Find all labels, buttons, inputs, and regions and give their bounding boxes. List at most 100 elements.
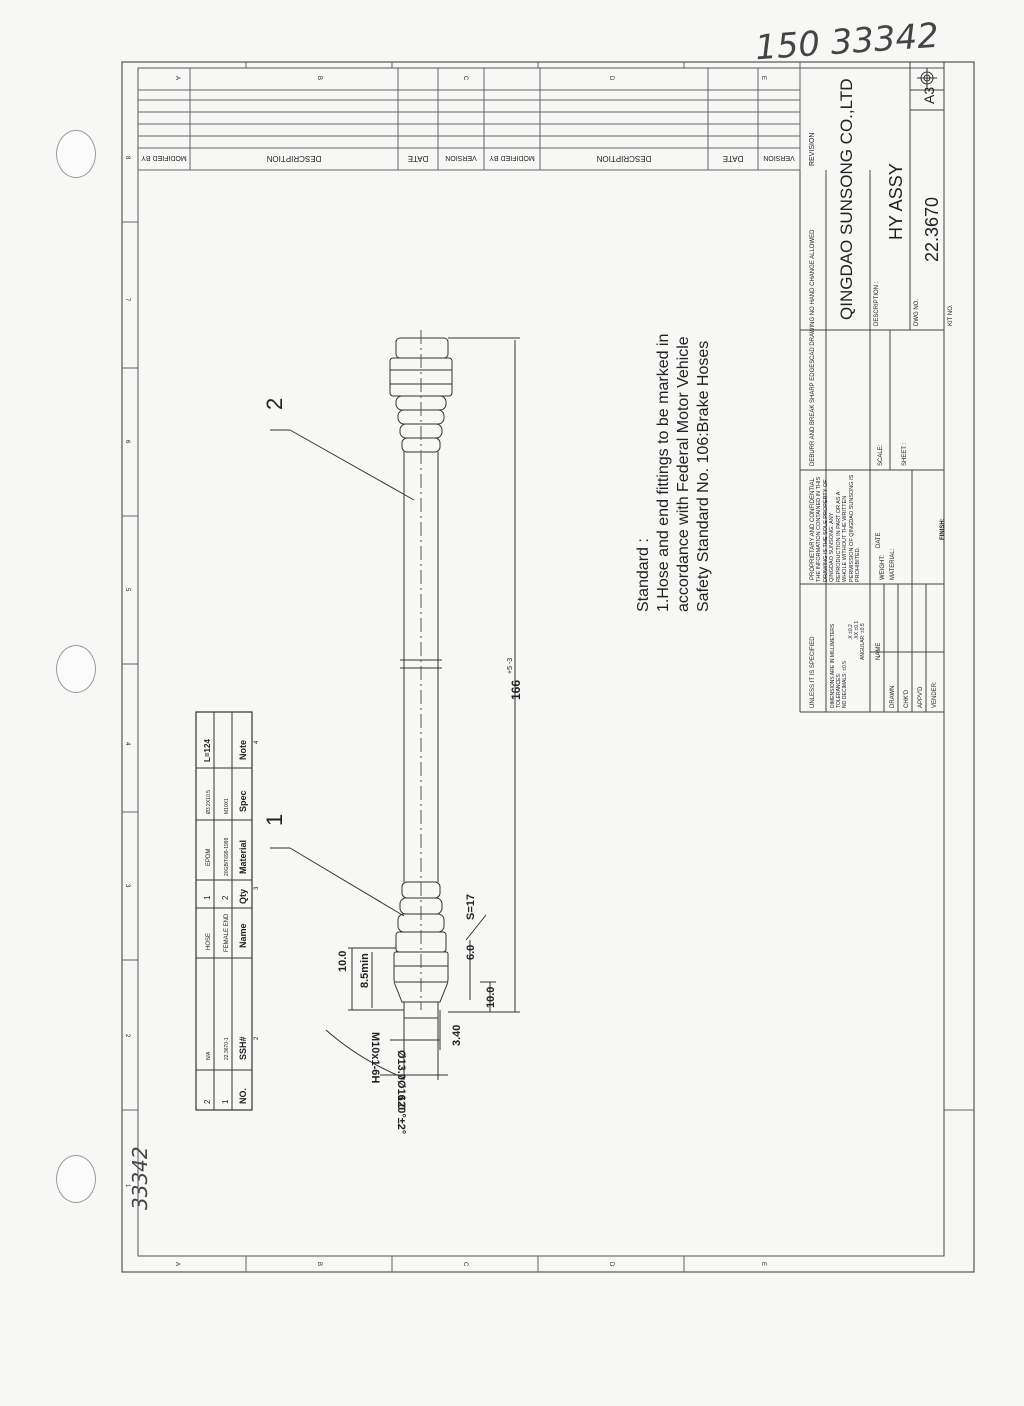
- zone-letter: D: [608, 1262, 614, 1267]
- zone-letter: A: [174, 76, 180, 80]
- zone-number: 6: [124, 440, 130, 444]
- zone-number: 3: [124, 884, 130, 888]
- rev-header-description: DESCRIPTION: [596, 154, 651, 163]
- dimension-labels: 166 +5 -3 10.0 8.5min 6.0 10.0 3.40 S=17…: [337, 658, 523, 1135]
- inner-frame: [137, 67, 945, 1257]
- dim-angle: 120°±2°: [395, 1095, 407, 1134]
- note-line-1: Standard :: [635, 538, 652, 612]
- title-block: [799, 62, 945, 1256]
- date-header: DATE: [876, 532, 882, 548]
- approved-label: APPV'D: [918, 686, 924, 708]
- rev-header-date: DATE: [408, 154, 429, 163]
- bom-table: NO. SSH# Name Qty Material Spec Note 1 2…: [195, 711, 260, 1111]
- zone-letter: D: [608, 76, 614, 81]
- revision-label: REVISION: [809, 133, 816, 166]
- rev-header-version: VERSION: [763, 154, 795, 161]
- tolerance-line-4: .X ±0.2: [848, 624, 854, 640]
- revision-table: MODIFIED BY DESCRIPTION DATE VERSION MOD…: [122, 62, 974, 1272]
- title-block-text: CAD DRAWING NO HAND CHANGE ALLOWED REVIS…: [809, 68, 954, 708]
- bom-header-note: Note: [238, 740, 248, 760]
- zone-letter: A: [174, 1262, 180, 1266]
- rev-header-version: VERSION: [445, 154, 477, 161]
- balloon-1: 1: [262, 814, 287, 826]
- dim-dia-16: Ø16.0: [395, 1080, 407, 1110]
- bom-cell: L=124: [203, 739, 212, 762]
- bom-cell: N/A: [206, 1051, 212, 1060]
- tolerance-line-3: NO DECIMALS: ±0.5: [842, 661, 848, 708]
- dim-6: 6.0: [465, 945, 477, 960]
- deburr-label: DEBURR AND BREAK SHARP EDGES: [810, 360, 816, 466]
- description-label: DESCRIPTION :: [874, 281, 880, 326]
- dim-length: 166: [509, 680, 523, 700]
- rev-header-modified-by: MODIFIED BY: [141, 154, 187, 161]
- zone-letter: E: [760, 76, 766, 80]
- dim-length-tol: +5 -3: [507, 658, 514, 674]
- scale-label: SCALE:: [878, 444, 884, 466]
- bom-col-number: 3: [254, 886, 260, 890]
- weight-label: WEIGHT:: [880, 555, 886, 580]
- tolerance-line-6: ANGULAR: ±0.5: [860, 623, 866, 660]
- bom-header-material: Material: [238, 840, 248, 874]
- bom-header-spec: Spec: [238, 790, 248, 812]
- sheet-size: A3: [921, 87, 937, 104]
- zone-letter: B: [316, 1262, 322, 1266]
- dim-3-40: 3.40: [451, 1025, 463, 1046]
- bom-col-number: 4: [254, 740, 260, 744]
- hose-assembly: [389, 330, 453, 1019]
- tolerance-line-1: DIMENSIONS ARE IN MILLIMETERS: [830, 623, 836, 708]
- vender-label: VENDER:: [932, 681, 938, 708]
- unless-label: UNLESS IT IS SPECIFIED: [810, 636, 816, 708]
- dim-hex: S=17: [465, 894, 477, 920]
- zone-letter: B: [316, 76, 322, 80]
- zone-number: 5: [124, 588, 130, 592]
- confidential-info: THE INFORMATION CONTAINED IN THIS DRAWIN…: [816, 474, 861, 582]
- bom-header-name: Name: [238, 923, 248, 948]
- rev-header-modified-by: MODIFIED BY: [489, 154, 535, 161]
- note-line-3: accordance with Federal Motor Vehicle: [675, 336, 692, 612]
- tolerance-line-5: .XX ±0.1: [854, 621, 860, 640]
- zone-number: 8: [124, 156, 130, 160]
- zone-number: 1: [124, 1184, 130, 1188]
- projection-icon: [917, 68, 937, 88]
- balloon-2: 2: [262, 398, 287, 410]
- punch-hole: [56, 130, 96, 178]
- dwg-label: DWG NO.: [914, 299, 920, 326]
- note-line-2: 1.Hose and end fittings to be marked in: [655, 334, 672, 612]
- dim-dia-13: Ø13.0: [395, 1050, 407, 1080]
- zone-letter: C: [462, 76, 468, 81]
- proprietary-label: PROPRIETARY AND CONFIDENTIAL: [810, 477, 816, 580]
- zone-number: 2: [124, 1034, 130, 1038]
- bom-col-number: 2: [254, 1036, 260, 1040]
- dim-10: 10.0: [337, 951, 349, 972]
- kit-label: KIT NO.: [948, 304, 954, 326]
- bom-cell: 2: [203, 1099, 212, 1104]
- bom-header-ssh: SSH#: [238, 1036, 248, 1060]
- checked-label: CHK'D: [904, 689, 910, 708]
- dim-thread: M10x1-6H: [369, 1032, 381, 1083]
- bom-header-qty: Qty: [238, 889, 248, 904]
- rev-header-description: DESCRIPTION: [266, 154, 321, 163]
- bom-cell: HOSE: [206, 933, 212, 950]
- dim-8-5min: 8.5min: [359, 953, 371, 988]
- bom-cell: Ø3.2X10.5: [206, 790, 212, 814]
- bom-cell: EPDM: [206, 849, 212, 866]
- notes: Standard : 1.Hose and end fittings to be…: [635, 334, 712, 612]
- rev-header-date: DATE: [723, 154, 744, 163]
- bom-cell: 20GB/T699-1999: [224, 837, 230, 876]
- name-header: NAME: [876, 643, 882, 660]
- drawn-label: DRAWN: [890, 686, 896, 708]
- dim-10-b: 10.0: [485, 987, 497, 1008]
- outer-frame: [121, 61, 975, 1273]
- balloons: 1 2: [262, 398, 415, 917]
- note-line-4: Safety Standard No. 106:Brake Hoses: [695, 341, 712, 612]
- punch-hole: [56, 645, 96, 693]
- bom-cell: M10X1: [224, 798, 230, 814]
- top-fitting-cap: [395, 337, 449, 359]
- bom-cell: 22.3670-1: [224, 1037, 230, 1060]
- sheet-label: SHEET :: [902, 442, 908, 466]
- bom-cell: 2: [221, 895, 230, 900]
- bom-header-no: NO.: [238, 1088, 248, 1104]
- bom-cell: FEMALE END: [224, 913, 230, 952]
